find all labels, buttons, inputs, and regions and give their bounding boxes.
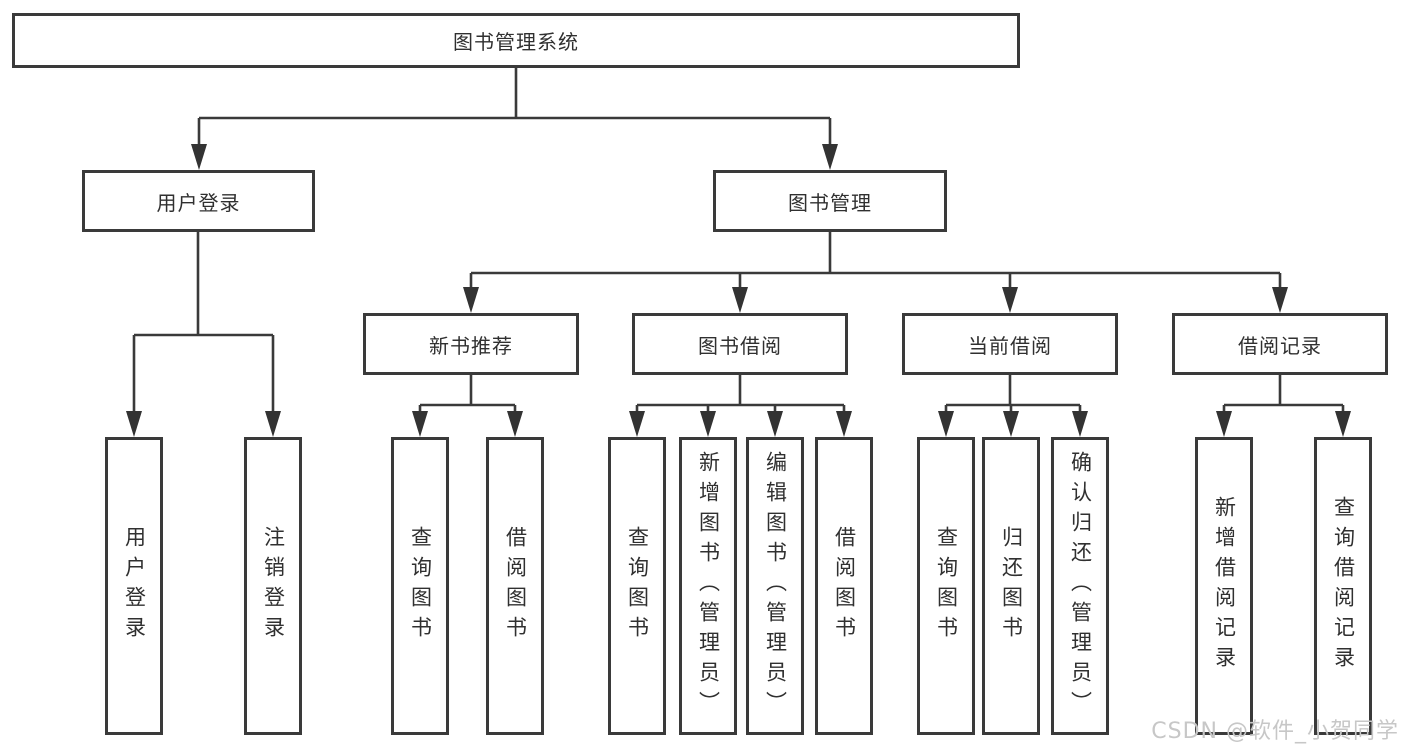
node-book-borrow-label: 图书借阅 [698, 333, 782, 358]
node-borrow-records-label: 借阅记录 [1238, 333, 1322, 358]
leaf-add-book-admin-label: 新增图书（管理员） [696, 451, 721, 721]
leaf-add-book-admin: 新增图书（管理员） [679, 437, 737, 735]
arrowheads [126, 144, 1351, 437]
node-book-borrow: 图书借阅 [632, 313, 848, 375]
leaf-return-books-label: 归还图书 [999, 526, 1024, 646]
node-library-system: 图书管理系统 [12, 13, 1020, 68]
leaf-borrow-books-recommend: 借阅图书 [486, 437, 544, 735]
leaf-logout: 注销登录 [244, 437, 302, 735]
node-new-book-recommend-label: 新书推荐 [429, 333, 513, 358]
leaf-edit-book-admin-label: 编辑图书（管理员） [763, 451, 788, 721]
node-current-borrow-label: 当前借阅 [968, 333, 1052, 358]
leaf-query-borrow-record-label: 查询借阅记录 [1331, 496, 1356, 676]
node-user-login-label: 用户登录 [156, 190, 241, 215]
leaf-edit-book-admin: 编辑图书（管理员） [746, 437, 804, 735]
node-library-system-label: 图书管理系统 [453, 30, 579, 54]
leaf-borrow-books-label: 借阅图书 [832, 526, 857, 646]
leaf-borrow-books: 借阅图书 [815, 437, 873, 735]
leaf-add-borrow-record-label: 新增借阅记录 [1212, 496, 1237, 676]
node-current-borrow: 当前借阅 [902, 313, 1118, 375]
leaf-user-login: 用户登录 [105, 437, 163, 735]
leaf-query-borrow-record: 查询借阅记录 [1314, 437, 1372, 735]
leaf-user-login-label: 用户登录 [122, 526, 147, 646]
node-book-management-label: 图书管理 [788, 190, 872, 215]
leaf-add-borrow-record: 新增借阅记录 [1195, 437, 1253, 735]
node-new-book-recommend: 新书推荐 [363, 313, 579, 375]
leaf-return-books: 归还图书 [982, 437, 1040, 735]
leaf-query-books-borrow: 查询图书 [608, 437, 666, 735]
leaf-confirm-return-admin-label: 确认归还（管理员） [1068, 451, 1093, 721]
node-user-login: 用户登录 [82, 170, 315, 232]
leaf-query-books-borrow-label: 查询图书 [625, 526, 650, 646]
leaf-query-books-recommend: 查询图书 [391, 437, 449, 735]
node-book-management: 图书管理 [713, 170, 947, 232]
leaf-logout-label: 注销登录 [261, 526, 286, 646]
leaf-query-books-current: 查询图书 [917, 437, 975, 735]
leaf-confirm-return-admin: 确认归还（管理员） [1051, 437, 1109, 735]
csdn-watermark: CSDN @软件_小贺同学 [1151, 719, 1399, 744]
node-borrow-records: 借阅记录 [1172, 313, 1388, 375]
leaf-query-books-recommend-label: 查询图书 [408, 526, 433, 646]
leaf-query-books-current-label: 查询图书 [934, 526, 959, 646]
leaf-borrow-books-recommend-label: 借阅图书 [503, 526, 528, 646]
